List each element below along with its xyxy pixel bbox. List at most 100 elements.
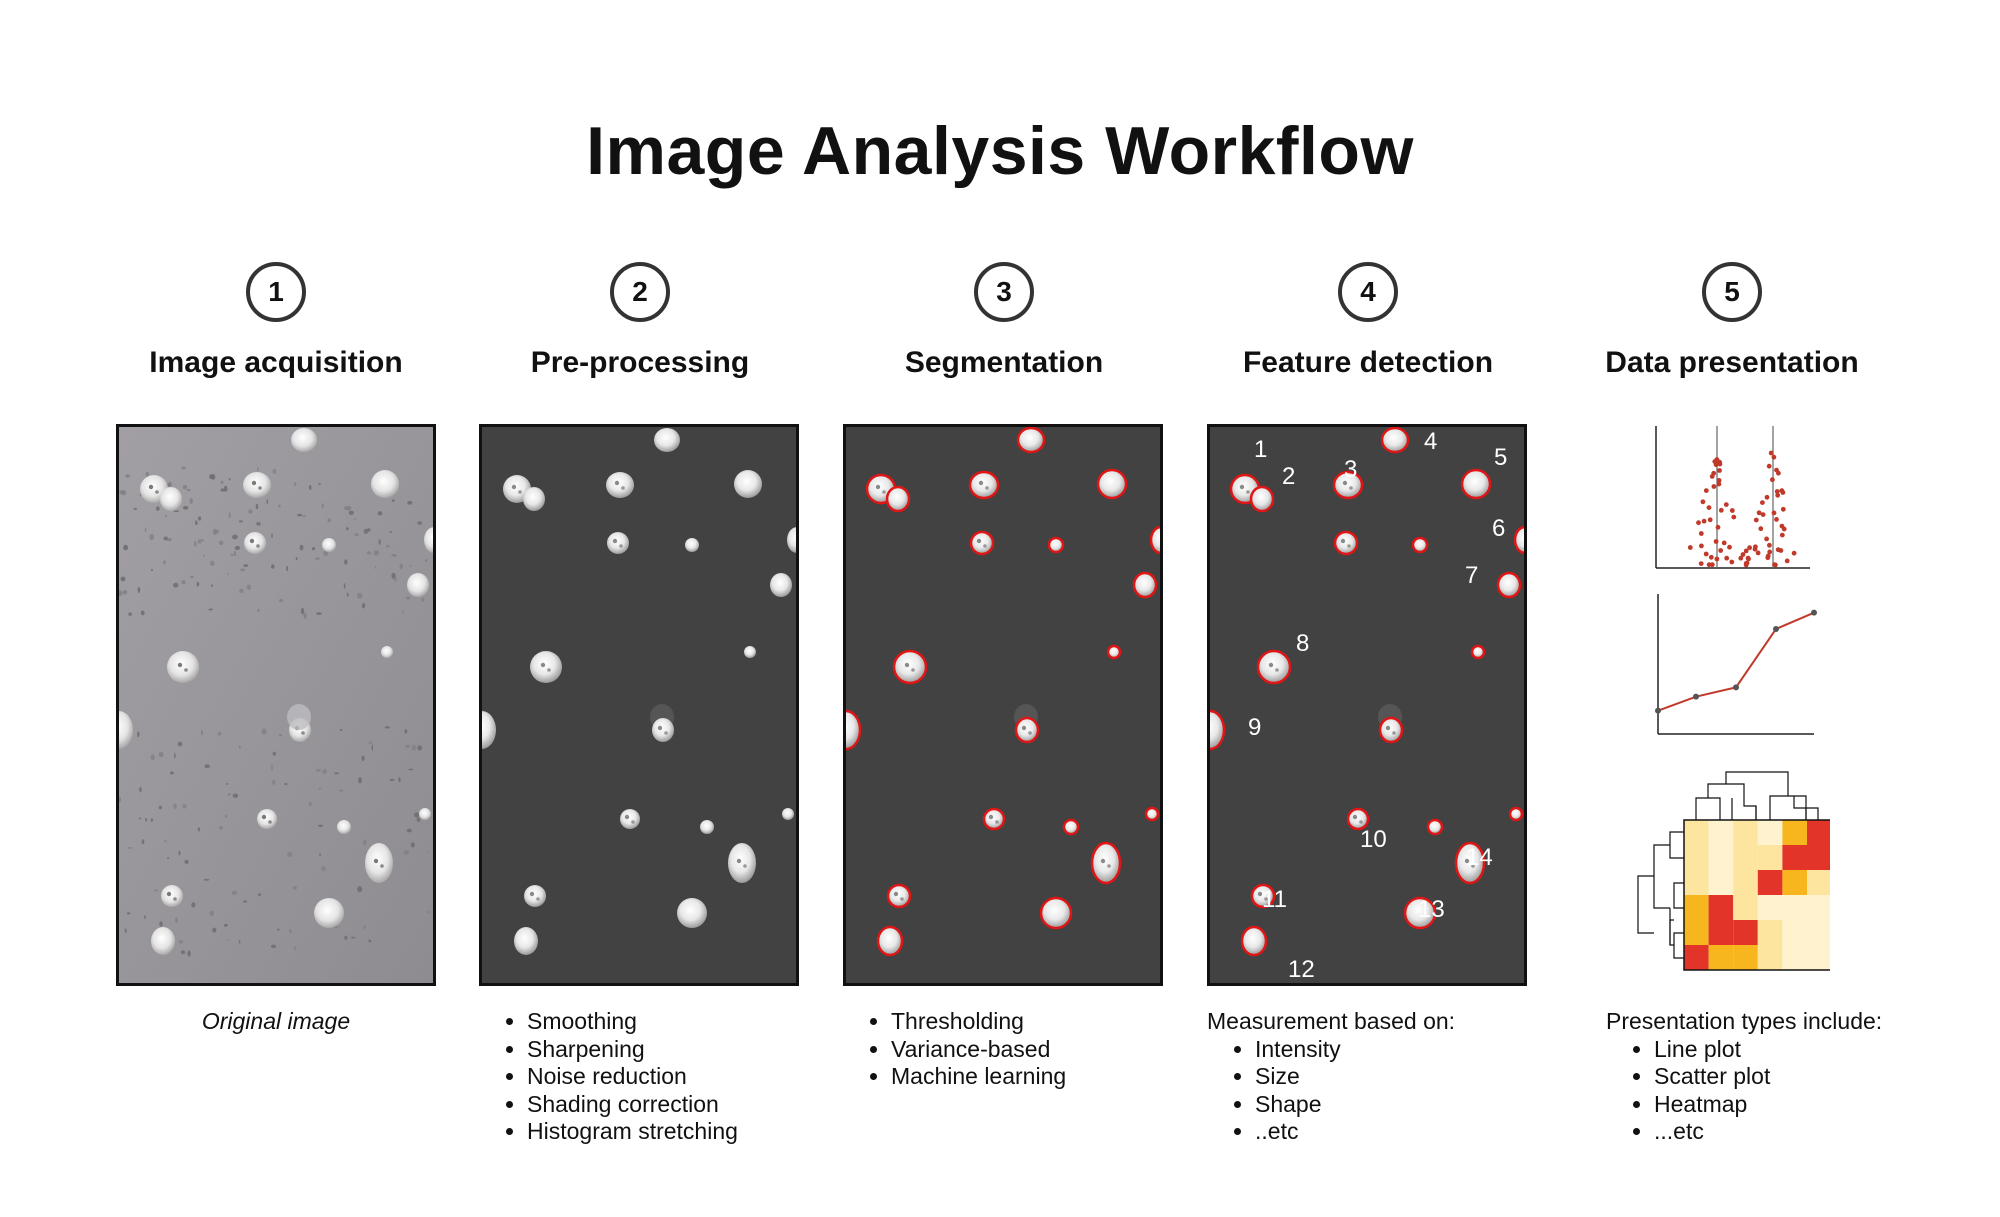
cell — [530, 651, 562, 683]
speckle — [204, 878, 210, 881]
cell — [787, 527, 796, 553]
heatmap-cell — [1757, 820, 1783, 845]
speckle — [234, 545, 240, 551]
scatter-point — [1767, 549, 1773, 555]
nucleus — [1385, 725, 1391, 731]
speckle — [170, 771, 174, 775]
step-title-3: Segmentation — [904, 346, 1104, 379]
list-item: ..etc — [1255, 1118, 1455, 1146]
list-item: Line plot — [1654, 1036, 1882, 1064]
speckle — [197, 539, 202, 544]
cell — [1496, 571, 1522, 599]
nucleus — [1359, 820, 1363, 824]
scatter-point — [1764, 494, 1770, 500]
cell — [1426, 818, 1444, 836]
cell — [969, 530, 995, 556]
speckle — [258, 893, 261, 897]
cell — [1332, 470, 1364, 500]
feature-label: 5 — [1494, 444, 1507, 471]
nucleus — [1347, 544, 1351, 548]
list-item: ...etc — [1654, 1118, 1882, 1146]
speckle — [351, 936, 356, 939]
list-item: Machine learning — [891, 1063, 1066, 1091]
speckle — [389, 531, 393, 533]
heatmap-border — [1683, 819, 1830, 971]
scatter-point — [1711, 484, 1717, 489]
scatter-point — [1729, 559, 1735, 565]
nucleus — [657, 725, 663, 731]
speckle — [158, 805, 163, 810]
speckle — [201, 539, 204, 542]
nucleus — [518, 490, 522, 494]
dendrogram-left — [1653, 844, 1670, 909]
nucleus — [614, 480, 620, 486]
speckle — [346, 592, 349, 597]
speckle — [178, 940, 184, 944]
speckle — [405, 744, 411, 748]
heatmap-cell — [1684, 820, 1709, 845]
heatmap-cell — [1782, 870, 1807, 895]
list-item: Scatter plot — [1654, 1063, 1882, 1091]
caption-data-presentation: Presentation types include: Line plot Sc… — [1606, 1008, 1882, 1146]
list-item: Variance-based — [891, 1036, 1066, 1064]
scatter-point — [1747, 545, 1752, 551]
cell — [886, 883, 912, 909]
nucleus — [540, 662, 546, 668]
nucleus — [529, 891, 535, 897]
nucleus — [911, 668, 915, 672]
speckle — [158, 751, 164, 758]
feature-label: 13 — [1418, 896, 1445, 923]
nucleus — [664, 731, 668, 735]
speckle — [297, 513, 303, 517]
scatter-point — [1765, 555, 1771, 561]
step-3-header: 3 Segmentation — [824, 262, 1184, 380]
line-point — [1693, 693, 1699, 700]
speckle — [173, 582, 179, 588]
speckle — [300, 608, 305, 615]
cell — [1470, 644, 1486, 660]
nucleus — [258, 486, 262, 490]
cell — [1096, 468, 1128, 500]
speckle — [266, 499, 269, 504]
speckle — [385, 544, 390, 548]
heatmap-cell — [1684, 845, 1709, 870]
scatter-plot — [1655, 426, 1810, 569]
dendrogram-left — [1637, 875, 1654, 934]
cell — [1250, 883, 1276, 909]
speckle — [323, 550, 328, 557]
nucleus — [976, 538, 982, 544]
heatmap-cell — [1708, 870, 1734, 895]
nucleus — [1107, 864, 1111, 868]
speckle — [278, 504, 281, 508]
speckle — [200, 730, 204, 736]
nucleus — [1349, 486, 1353, 490]
speckle — [195, 520, 198, 526]
nucleus — [251, 480, 257, 486]
nucleus — [619, 544, 623, 548]
scatter-point — [1743, 562, 1749, 568]
scatter-point — [1709, 562, 1715, 568]
speckle — [363, 839, 367, 846]
nucleus — [736, 858, 742, 864]
speckle — [246, 584, 252, 590]
scatter-point — [1760, 500, 1765, 505]
feature-label: 9 — [1248, 714, 1261, 741]
step-4-header: 4 Feature detection — [1188, 262, 1548, 380]
line-point — [1655, 707, 1661, 714]
speckle — [315, 768, 322, 772]
dendrogram-left — [1669, 831, 1684, 859]
feature-label: 8 — [1296, 630, 1309, 657]
nucleus — [1021, 725, 1027, 731]
scatter-point — [1703, 551, 1709, 557]
speckle — [362, 602, 366, 609]
speckle — [366, 551, 371, 555]
speckle — [287, 851, 293, 857]
scatter-point — [1701, 518, 1707, 524]
nucleus — [1342, 480, 1348, 486]
nucleus — [1239, 484, 1245, 490]
nucleus — [978, 480, 984, 486]
scatter-point — [1770, 477, 1775, 483]
speckle — [119, 796, 121, 803]
speckle — [123, 544, 129, 551]
